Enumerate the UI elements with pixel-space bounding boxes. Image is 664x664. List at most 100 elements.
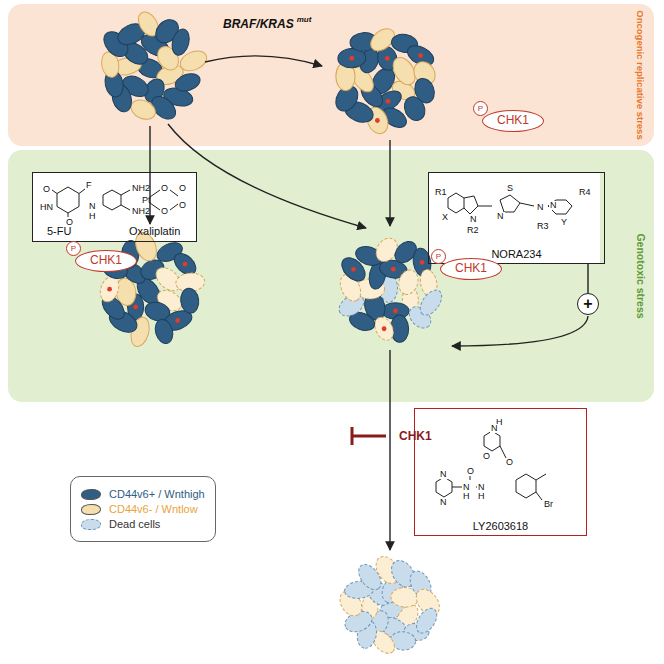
nucleus-dot: [418, 53, 423, 58]
nora-ring: [464, 196, 478, 214]
legend-box: CD44v6+ / WnthighCD44v6- / WntlowDead ce…: [70, 476, 216, 542]
morpholine-ring: [484, 431, 500, 451]
atom-label: O: [42, 185, 51, 194]
atom-label: O: [160, 184, 169, 193]
inhibited-target: CHK1: [398, 430, 433, 442]
cell-clusters: [97, 9, 446, 658]
atom-label: H: [462, 492, 471, 501]
protein-label: CHK1: [75, 250, 137, 272]
atom-label: NH2: [131, 207, 151, 216]
protein-label: CHK1: [482, 110, 544, 132]
atom-label: N: [549, 201, 558, 210]
arrow: [452, 316, 588, 346]
nucleus-dot: [175, 318, 180, 323]
atom-label: NH2: [131, 184, 151, 193]
nucleus-dot: [349, 56, 354, 61]
legend-row: CD44v6- / Wntlow: [81, 503, 205, 515]
atom-label: HN: [39, 203, 54, 212]
protein-label: CHK1: [440, 258, 502, 280]
cell: [179, 287, 200, 314]
legend-swatch: [81, 504, 101, 515]
atom-label: O: [160, 207, 169, 216]
atom-label: H: [477, 492, 486, 501]
nora-bonds: [478, 195, 572, 214]
cell: [412, 76, 438, 106]
nucleus-dot: [351, 267, 356, 272]
phospho-chk1: PCHK1: [440, 258, 502, 280]
atom-label: O: [65, 218, 74, 227]
atom-label: O: [466, 467, 475, 476]
plus-sign: +: [578, 294, 598, 313]
connector: [587, 264, 588, 293]
cell: [416, 286, 446, 319]
atom-label: Y: [560, 218, 568, 227]
arrow: [168, 124, 366, 228]
fluorouracil-ring: [57, 187, 79, 213]
nucleus-dot: [420, 260, 425, 265]
nucleus-dot: [385, 56, 390, 61]
atom-label: N: [439, 470, 448, 479]
band-heading: Oncogenic replicative stress: [635, 10, 645, 139]
box-fill: [414, 408, 582, 536]
arrow: [205, 56, 322, 66]
cell: [177, 47, 209, 74]
benzene-ring: [516, 474, 546, 500]
cyclohexane-ring: [103, 190, 121, 210]
atom-label: H: [88, 212, 97, 221]
nucleus-dot: [382, 326, 387, 331]
atom-label: Br: [543, 500, 554, 509]
phospho-mark: P: [66, 241, 81, 256]
legend-row: Dead cells: [81, 518, 205, 530]
cell: [173, 71, 202, 95]
atom-label: N: [496, 212, 505, 221]
atom-label: N: [462, 483, 471, 492]
atom-label: O: [482, 452, 491, 461]
fluorouracil-bonds: [52, 189, 85, 217]
nucleus-dot: [391, 267, 396, 272]
nucleus-dot: [375, 118, 380, 123]
atom-label: N: [490, 424, 499, 433]
stress-band: Oncogenic replicative stressPCHK1: [8, 4, 654, 146]
atom-label: O: [178, 184, 187, 193]
atom-label: N: [88, 202, 97, 211]
arrow: [389, 140, 390, 226]
drug-box: 5-FUOxaliplatin: [32, 172, 197, 242]
drug-box: NORA234: [428, 172, 605, 264]
atom-label: N: [536, 203, 545, 212]
legend-swatch: [81, 519, 101, 530]
phospho-mark: P: [473, 101, 488, 116]
ly-bonds: [436, 446, 512, 497]
inhibition-bar: [352, 427, 386, 445]
flow-arrows: [150, 56, 588, 550]
atom-label: O: [505, 458, 514, 467]
arrow: [389, 350, 390, 550]
cell: [169, 27, 192, 57]
phospho-chk1: PCHK1: [482, 110, 544, 132]
legend-text: Dead cells: [109, 518, 160, 530]
nucleus-dot: [393, 309, 398, 314]
atom-label: R2: [466, 226, 480, 235]
mutation-label: BRAF/KRAS: [222, 18, 295, 30]
atom-label: R3: [536, 222, 550, 231]
nucleus-dot: [386, 99, 391, 104]
atom-label: X: [441, 213, 449, 222]
atom-label: Pt: [141, 196, 152, 205]
cell: [128, 96, 158, 123]
drug-name: LY2603618: [415, 520, 586, 532]
box-fill: [32, 172, 197, 242]
atom-label: N: [439, 498, 448, 507]
cell: [371, 314, 397, 343]
legend-text: CD44v6+ / Wnthigh: [109, 488, 205, 500]
nora-ring: [448, 193, 464, 213]
nucleus-dot: [133, 305, 138, 310]
combination-circle: +: [577, 293, 599, 315]
chemical-structures: [52, 187, 572, 500]
phospho-chk1: PCHK1: [75, 250, 137, 272]
band-fill: [8, 150, 654, 402]
legend-row: CD44v6+ / Wnthigh: [81, 488, 205, 500]
atom-label: R4: [578, 188, 592, 197]
cell: [153, 317, 176, 345]
atom-label: N: [477, 483, 486, 492]
